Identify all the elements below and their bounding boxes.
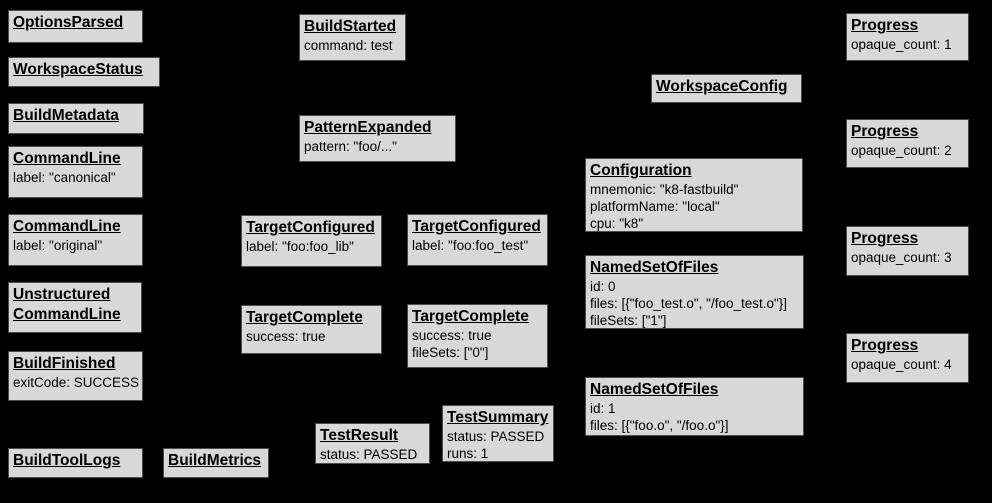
event-title[interactable]: OptionsParsed xyxy=(13,14,124,31)
event-field: opaque_count: 1 xyxy=(851,37,952,52)
event-field: opaque_count: 3 xyxy=(851,250,952,265)
event-box-configuration: Configuration mnemonic: "k8-fastbuild" pla… xyxy=(585,158,803,232)
event-field: id: 1 xyxy=(590,401,616,416)
event-box-commandline: CommandLine label: "canonical" xyxy=(8,146,143,198)
event-box-commandline: CommandLine label: "original" xyxy=(8,214,143,266)
event-field: success: true xyxy=(246,329,326,344)
event-box-unstructured-commandline: Unstructured CommandLine xyxy=(8,282,142,333)
event-title[interactable]: Unstructured CommandLine xyxy=(13,286,121,323)
event-box-buildstarted: BuildStarted command: test xyxy=(299,14,406,61)
event-title[interactable]: CommandLine xyxy=(13,218,121,235)
event-title[interactable]: NamedSetOfFiles xyxy=(590,381,719,398)
event-title[interactable]: PatternExpanded xyxy=(304,119,432,136)
event-title[interactable]: CommandLine xyxy=(13,150,121,167)
event-box-namedsetoffiles: NamedSetOfFiles id: 0 files: [{"foo_test.o… xyxy=(585,255,804,329)
event-box-targetconfigured: TargetConfigured label: "foo:foo_lib" xyxy=(241,215,382,267)
event-field: command: test xyxy=(304,38,393,53)
event-box-testresult: TestResult status: PASSED xyxy=(315,423,430,464)
event-title[interactable]: TestSummary xyxy=(447,409,549,426)
event-title[interactable]: TargetConfigured xyxy=(412,218,541,235)
event-field: platformName: "local" xyxy=(590,199,720,214)
event-box-testsummary: TestSummary status: PASSED runs: 1 xyxy=(442,405,554,462)
event-title[interactable]: Progress xyxy=(851,230,919,247)
event-title[interactable]: NamedSetOfFiles xyxy=(590,259,719,276)
event-field: cpu: "k8" xyxy=(590,216,644,231)
event-field: pattern: "foo/..." xyxy=(304,139,397,154)
event-box-buildmetrics: BuildMetrics xyxy=(163,448,269,478)
event-field: runs: 1 xyxy=(447,446,489,461)
event-field: label: "foo:foo_test" xyxy=(412,238,529,253)
event-field: label: "original" xyxy=(13,238,103,253)
event-field: files: [{"foo.o", "/foo.o"}] xyxy=(590,418,729,433)
event-field: fileSets: ["0"] xyxy=(412,345,489,360)
event-field: status: PASSED xyxy=(447,429,545,444)
event-box-buildfinished: BuildFinished exitCode: SUCCESS xyxy=(8,351,143,401)
event-field: status: PASSED xyxy=(320,447,418,462)
event-title[interactable]: WorkspaceConfig xyxy=(656,78,788,95)
event-field: fileSets: ["1"] xyxy=(590,313,667,328)
event-field: files: [{"foo_test.o", "/foo_test.o"}] xyxy=(590,296,788,311)
event-title[interactable]: TargetComplete xyxy=(246,309,363,326)
event-field: opaque_count: 4 xyxy=(851,357,952,372)
event-title[interactable]: BuildFinished xyxy=(13,355,116,372)
event-title[interactable]: Progress xyxy=(851,123,919,140)
event-box-buildmetadata: BuildMetadata xyxy=(8,103,144,134)
event-box-progress: Progress opaque_count: 2 xyxy=(846,119,969,168)
event-field: label: "foo:foo_lib" xyxy=(246,239,354,254)
event-box-progress: Progress opaque_count: 4 xyxy=(846,333,969,383)
event-title[interactable]: BuildMetadata xyxy=(13,107,119,124)
event-field: exitCode: SUCCESS xyxy=(13,375,140,390)
event-box-targetcomplete: TargetComplete success: true xyxy=(241,305,382,354)
event-title[interactable]: BuildMetrics xyxy=(168,452,262,469)
event-box-workspaceconfig: WorkspaceConfig xyxy=(651,74,802,103)
event-box-progress: Progress opaque_count: 3 xyxy=(846,226,969,276)
event-box-progress: Progress opaque_count: 1 xyxy=(846,13,969,61)
event-title[interactable]: WorkspaceStatus xyxy=(13,61,143,78)
event-title[interactable]: Progress xyxy=(851,17,919,34)
event-box-buildtoollogs: BuildToolLogs xyxy=(8,448,143,478)
event-title[interactable]: BuildStarted xyxy=(304,18,397,35)
event-title[interactable]: BuildToolLogs xyxy=(13,452,121,469)
event-box-workspacestatus: WorkspaceStatus xyxy=(8,57,160,87)
event-field: label: "canonical" xyxy=(13,170,116,185)
event-field: success: true xyxy=(412,328,492,343)
event-title[interactable]: Configuration xyxy=(590,162,692,179)
event-title[interactable]: TestResult xyxy=(320,427,399,444)
event-box-targetconfigured: TargetConfigured label: "foo:foo_test" xyxy=(407,214,548,266)
event-box-patternexpanded: PatternExpanded pattern: "foo/..." xyxy=(299,115,456,162)
event-title[interactable]: TargetComplete xyxy=(412,308,529,325)
event-title[interactable]: TargetConfigured xyxy=(246,219,375,236)
event-field: opaque_count: 2 xyxy=(851,143,952,158)
event-box-optionsparsed: OptionsParsed xyxy=(8,10,143,43)
event-title[interactable]: Progress xyxy=(851,337,919,354)
event-box-namedsetoffiles: NamedSetOfFiles id: 1 files: [{"foo.o", "/… xyxy=(585,377,804,436)
event-field: mnemonic: "k8-fastbuild" xyxy=(590,182,739,197)
event-box-targetcomplete: TargetComplete success: true fileSets: ["0… xyxy=(407,304,548,368)
event-field: id: 0 xyxy=(590,279,616,294)
